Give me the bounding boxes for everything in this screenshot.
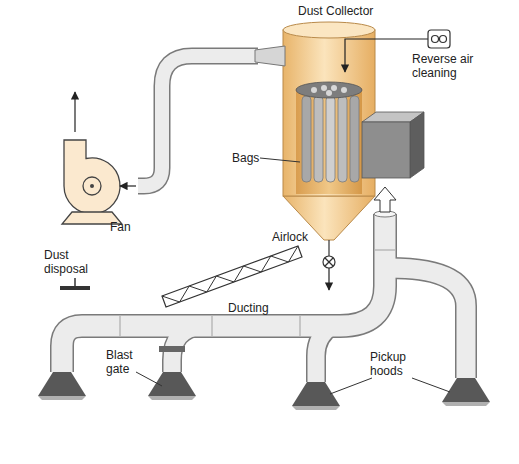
outlet-plenum-part — [374, 187, 396, 212]
airlock-valve-part — [328, 268, 329, 290]
part-label: Bags — [232, 151, 259, 165]
outlet-plenum — [362, 112, 424, 212]
filter-bags-part — [331, 85, 337, 91]
filter-bags-part — [321, 85, 327, 91]
screw-conveyor — [162, 246, 302, 307]
filter-bags-part — [314, 96, 323, 182]
part-label: Pickup hoods — [370, 350, 418, 378]
ducting-pipe-part — [120, 316, 121, 336]
pickup-hood-part — [38, 396, 86, 400]
pickup-hood-part — [442, 402, 490, 406]
leader-line-part — [412, 378, 450, 392]
ducting-pipe-part — [375, 250, 395, 251]
pickup-hood-part — [148, 372, 196, 396]
dust-disposal-symbol-part — [74, 278, 76, 286]
leader-line — [136, 158, 450, 394]
leader-line-part — [260, 158, 300, 162]
part-label: Blast gate — [106, 348, 146, 376]
airlock-valve-part — [328, 240, 329, 256]
dust-collector-body-part — [296, 88, 362, 194]
reverse-air-symbol-part — [440, 36, 447, 43]
outlet-plenum-part — [410, 112, 424, 178]
filter-bags-part — [311, 87, 317, 93]
blast-gate — [159, 346, 185, 352]
fan-symbol-part — [90, 184, 94, 188]
part-label: Ducting — [228, 301, 269, 315]
part-label: Fan — [110, 220, 131, 234]
fan-symbol — [62, 92, 136, 224]
ducting-pipe-part — [212, 316, 213, 336]
pickup-hood-part — [38, 372, 86, 396]
dust-collector-body-part — [255, 46, 285, 66]
fan-symbol-part — [83, 177, 101, 195]
pickup-hood-part — [292, 406, 340, 410]
part-label: Reverse air cleaning — [412, 52, 478, 80]
dust-collector-body-part — [283, 22, 375, 38]
filter-bags-part — [326, 90, 332, 96]
leader-line-part — [136, 372, 162, 386]
filter-bags-part — [326, 96, 335, 182]
reverse-air-symbol-part — [428, 30, 450, 48]
filter-bags-part — [350, 96, 359, 182]
pickup-hood-part — [292, 382, 340, 406]
reverse-air-symbol-part — [432, 36, 439, 43]
fan-symbol-part — [74, 92, 75, 132]
screw-conveyor-part — [162, 246, 302, 307]
ducting-pipe-part — [138, 56, 258, 186]
ducting-pipe — [62, 56, 466, 382]
dust-collector-body-part — [283, 30, 375, 196]
dust-disposal-symbol — [60, 278, 90, 290]
part-label: Dust disposal — [44, 248, 94, 276]
part-label: Airlock — [272, 230, 308, 244]
pickup-hood — [38, 372, 490, 410]
filter-bags — [296, 82, 362, 182]
dust-collector-body — [255, 22, 375, 240]
leader-line-part — [330, 378, 372, 394]
part-label: Dust Collector — [298, 4, 373, 18]
outlet-plenum-part — [362, 122, 410, 178]
fan-symbol-part — [64, 140, 120, 214]
filter-bags-part — [296, 82, 362, 98]
pickup-hood-part — [148, 396, 196, 400]
dust-disposal-symbol-part — [60, 286, 90, 290]
filter-bags-part — [302, 96, 311, 182]
filter-bags-part — [338, 96, 347, 182]
filter-bags-part — [341, 87, 347, 93]
airlock-valve-part — [323, 256, 335, 268]
fan-symbol-part — [120, 185, 136, 186]
ducting-pipe-part — [138, 56, 258, 186]
ducting-pipe-part — [300, 316, 301, 336]
pickup-hood-part — [442, 378, 490, 402]
airlock-valve-part — [325, 258, 333, 266]
screw-conveyor-part — [162, 246, 298, 302]
airlock-valve-part — [325, 258, 333, 266]
airlock-valve — [323, 240, 335, 290]
